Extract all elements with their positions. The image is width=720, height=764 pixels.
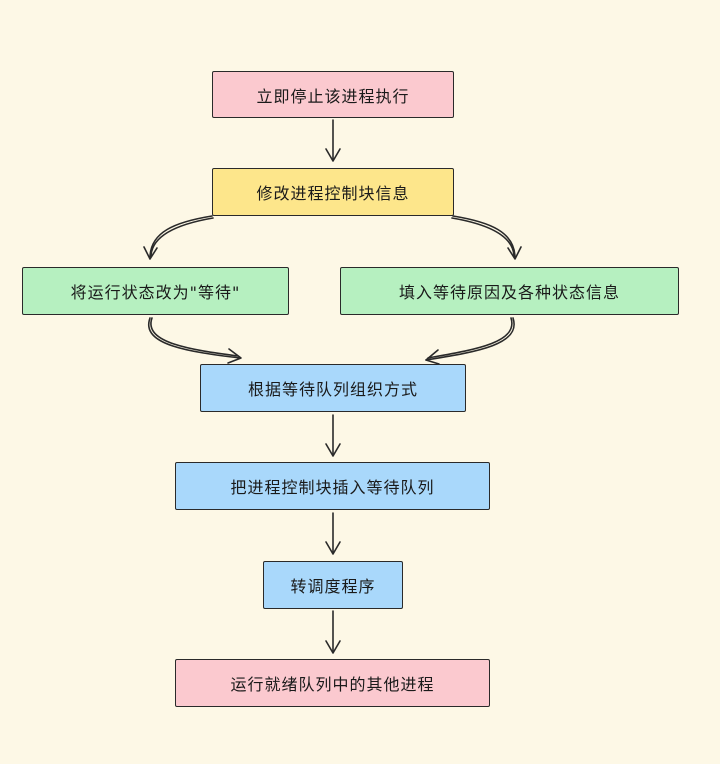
edge-scheduler-run-ready bbox=[325, 610, 341, 654]
edge-fill-info-queue-org bbox=[425, 317, 515, 365]
edge-insert-scheduler bbox=[325, 512, 341, 555]
node-insert-pcb: 把进程控制块插入等待队列 bbox=[175, 462, 490, 510]
node-scheduler: 转调度程序 bbox=[263, 561, 403, 609]
node-set-wait-state: 将运行状态改为"等待" bbox=[22, 267, 289, 315]
node-queue-organization: 根据等待队列组织方式 bbox=[200, 364, 466, 412]
node-stop-process: 立即停止该进程执行 bbox=[212, 71, 454, 118]
edge-set-wait-queue-org bbox=[147, 317, 242, 364]
edge-stop-modify bbox=[325, 119, 341, 162]
edge-queue-org-insert bbox=[325, 414, 341, 457]
node-run-ready-queue: 运行就绪队列中的其他进程 bbox=[175, 659, 490, 707]
edge-modify-fill-info bbox=[451, 215, 522, 260]
node-fill-wait-info: 填入等待原因及各种状态信息 bbox=[340, 267, 679, 315]
node-modify-pcb: 修改进程控制块信息 bbox=[212, 168, 454, 216]
edge-modify-set-wait bbox=[143, 215, 214, 260]
